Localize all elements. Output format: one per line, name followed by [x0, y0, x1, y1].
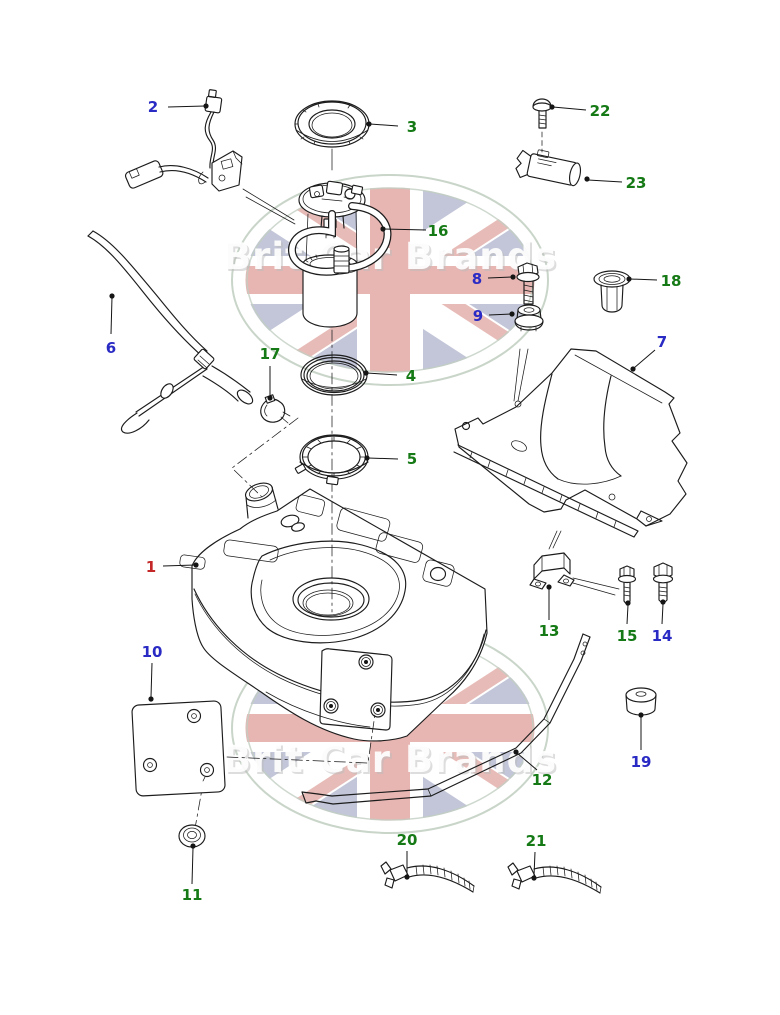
part-number-label: 2	[148, 98, 158, 116]
part-number-label: 15	[617, 627, 638, 645]
callout-8: 8	[472, 270, 516, 288]
fuel-tank-drawing	[179, 482, 488, 742]
part-number-label: 4	[406, 367, 416, 385]
part-number-label: 22	[590, 102, 611, 120]
damper-23-drawing	[515, 149, 582, 187]
bolt-14-drawing	[652, 562, 674, 605]
part-number-label: 5	[407, 450, 417, 468]
part-number-label: 13	[539, 622, 560, 640]
part-number-label: 1	[146, 558, 156, 576]
callout-9: 9	[473, 307, 515, 325]
callout-1: 1	[146, 558, 199, 576]
fuel-level-sender-drawing	[124, 89, 296, 225]
callout-5: 5	[364, 450, 417, 468]
callout-20: 20	[397, 831, 418, 880]
callout-3: 3	[366, 118, 417, 136]
grommet-drawing	[178, 824, 206, 848]
bracket-drawing	[529, 530, 620, 596]
part-number-label: 14	[652, 627, 673, 645]
part-number-label: 17	[260, 345, 281, 363]
callout-14: 14	[652, 599, 673, 645]
watermark-text-shadow: Brit Car Brands	[225, 237, 559, 280]
callout-13: 13	[539, 584, 560, 640]
cable-tie-20-drawing	[380, 861, 475, 893]
screw-22-drawing	[532, 98, 552, 153]
callout-10: 10	[142, 643, 163, 702]
rubber-buffer-drawing	[625, 687, 657, 716]
part-number-label: 23	[626, 174, 647, 192]
callout-15: 15	[617, 600, 638, 645]
part-number-label: 19	[631, 753, 652, 771]
clip-drawing	[260, 394, 291, 424]
part-number-label: 7	[657, 333, 667, 351]
part-number-label: 21	[526, 832, 547, 850]
part-number-label: 3	[407, 118, 417, 136]
callout-21: 21	[526, 832, 547, 881]
fuel-pump-module-drawing	[288, 180, 392, 328]
part-number-label: 11	[182, 886, 203, 904]
shield-plate-drawing	[131, 700, 226, 797]
part-number-label: 20	[397, 831, 418, 849]
callout-19: 19	[631, 712, 652, 771]
locking-ring-top-drawing	[294, 100, 370, 171]
bolt-8-drawing	[516, 262, 540, 305]
part-number-label: 12	[532, 771, 553, 789]
breather-hose-drawing	[87, 230, 254, 434]
part-number-label: 18	[661, 272, 682, 290]
heat-shield-drawing	[453, 348, 688, 538]
cable-tie-21-drawing	[507, 862, 602, 894]
callout-17: 17	[260, 345, 281, 401]
callout-18: 18	[626, 272, 681, 290]
part-number-label: 10	[142, 643, 163, 661]
part-number-label: 9	[473, 307, 483, 325]
locking-ring-bottom-drawing	[294, 434, 369, 486]
callout-22: 22	[549, 102, 610, 120]
part-number-label: 8	[472, 270, 482, 288]
callout-2: 2	[148, 98, 209, 116]
callout-12: 12	[513, 749, 552, 789]
part-number-label: 16	[428, 222, 449, 240]
nut-9-drawing	[514, 304, 544, 332]
spacer-nut-drawing	[593, 270, 631, 313]
callout-23: 23	[584, 174, 646, 192]
callout-11: 11	[182, 843, 203, 904]
callout-4: 4	[363, 367, 416, 385]
line-art	[87, 89, 688, 894]
callout-16: 16	[380, 222, 448, 240]
support-strap-drawing	[301, 633, 591, 805]
callout-7: 7	[630, 333, 667, 372]
bolt-15-drawing	[617, 565, 637, 606]
part-number-label: 6	[106, 339, 116, 357]
callout-6: 6	[106, 293, 116, 357]
